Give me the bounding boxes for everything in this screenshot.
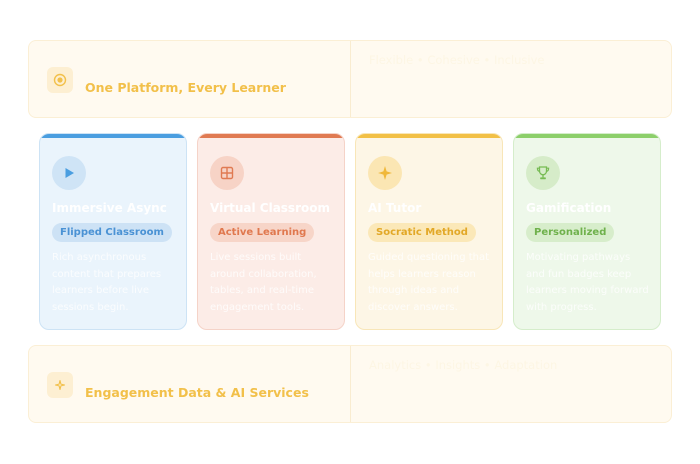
card-ai-tutor[interactable]: AI Tutor Socratic Method Guided question… (355, 133, 503, 330)
card-gamification[interactable]: Gamification Personalized Motivating pat… (513, 133, 661, 330)
engagement-band: Engagement Data & AI Services Analytics … (28, 345, 672, 423)
card-description: Live sessions built around collaboration… (210, 252, 317, 313)
card-tag: Active Learning (210, 223, 315, 242)
engagement-subtext: Analytics • Insights • Adaptation (369, 358, 558, 372)
card-title: Immersive Async (52, 201, 167, 215)
card-tag: Personalized (526, 223, 615, 242)
grid-icon (210, 156, 244, 190)
card-description: Guided questioning that helps learners r… (368, 252, 490, 313)
platform-band: One Platform, Every Learner Flexible • C… (28, 40, 672, 118)
card-title: Virtual Classroom (210, 201, 330, 215)
card-description: Rich asynchronous content that prepares … (52, 252, 162, 313)
band-divider (350, 346, 351, 422)
trophy-icon (526, 156, 560, 190)
platform-subtext: Flexible • Cohesive • Inclusive (369, 53, 545, 67)
card-immersive-async[interactable]: Immersive Async Flipped Classroom Rich a… (39, 133, 187, 330)
card-title: Gamification (526, 201, 612, 215)
card-accent-bar (198, 134, 344, 138)
card-tag: Socratic Method (368, 223, 476, 242)
card-accent-bar (514, 134, 660, 138)
ai-sparkle-icon (47, 372, 73, 398)
card-accent-bar (356, 134, 502, 138)
play-icon (52, 156, 86, 190)
engagement-title: Engagement Data & AI Services (85, 385, 309, 400)
card-tag: Flipped Classroom (52, 223, 172, 242)
card-virtual-classroom[interactable]: Virtual Classroom Active Learning Live s… (197, 133, 345, 330)
sparkle-icon (368, 156, 402, 190)
card-description: Motivating pathways and fun badges keep … (526, 252, 649, 313)
target-icon (47, 67, 73, 93)
card-title: AI Tutor (368, 201, 422, 215)
band-divider (350, 41, 351, 117)
platform-title: One Platform, Every Learner (85, 80, 286, 95)
card-accent-bar (40, 134, 186, 138)
